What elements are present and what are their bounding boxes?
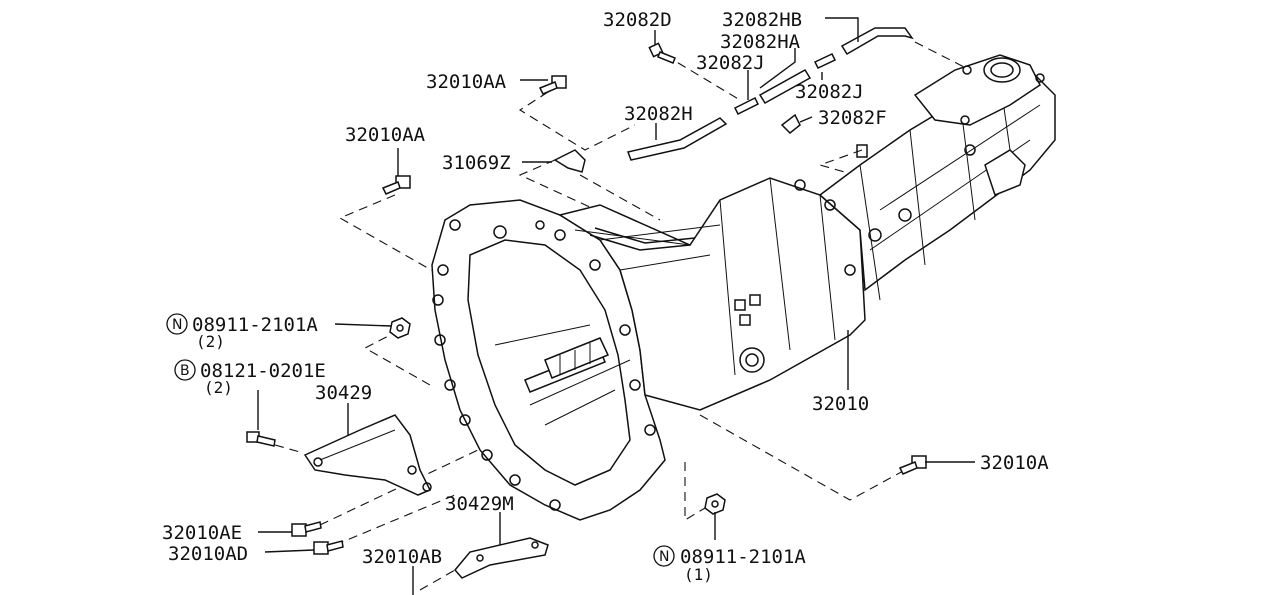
bolt-symbol: B [180, 363, 190, 379]
label-32010AD: 32010AD [168, 543, 248, 565]
label-30429M: 30429M [445, 493, 514, 515]
bolts [246, 42, 927, 555]
leader-lines [257, 17, 975, 595]
label-32082J-lower: 32082J [795, 81, 864, 103]
part-number: 08911-2101A [192, 314, 318, 336]
label-32082J-upper: 32082J [696, 52, 765, 74]
label-08911-2101A-lower: N 08911-2101A (1) [653, 545, 806, 584]
quantity: (2) [204, 378, 233, 397]
label-32010AA-left: 32010AA [345, 124, 426, 146]
label-32082D: 32082D [603, 9, 672, 31]
label-32082HA: 32082HA [720, 31, 801, 53]
part-number-labels: 32082D 32082HB 32082HA 32082J 32082J 320… [162, 9, 1049, 584]
quantity: (1) [684, 565, 713, 584]
flange-bolt-holes [432, 219, 656, 511]
label-32010AE: 32010AE [162, 522, 242, 544]
breather-hoses [553, 27, 914, 173]
label-08911-2101A-upper: N 08911-2101A (2) [166, 313, 318, 351]
label-32082H: 32082H [624, 103, 693, 125]
label-30429: 30429 [315, 382, 372, 404]
nut-symbol: N [172, 317, 182, 333]
label-32010A: 32010A [980, 452, 1049, 474]
label-32082HB: 32082HB [722, 9, 802, 31]
label-32010AA-top: 32010AA [426, 71, 507, 93]
part-number: 08911-2101A [680, 546, 806, 568]
part-number: 08121-0201E [200, 360, 326, 382]
label-08121-0201E: B 08121-0201E (2) [174, 359, 326, 397]
quantity: (2) [196, 332, 225, 351]
label-32010AB: 32010AB [362, 546, 442, 568]
brackets [303, 414, 549, 579]
label-32082F: 32082F [818, 107, 887, 129]
label-31069Z: 31069Z [442, 152, 511, 174]
label-32010: 32010 [812, 393, 869, 415]
transmission-case [431, 54, 1056, 521]
nut-symbol: N [659, 549, 669, 565]
